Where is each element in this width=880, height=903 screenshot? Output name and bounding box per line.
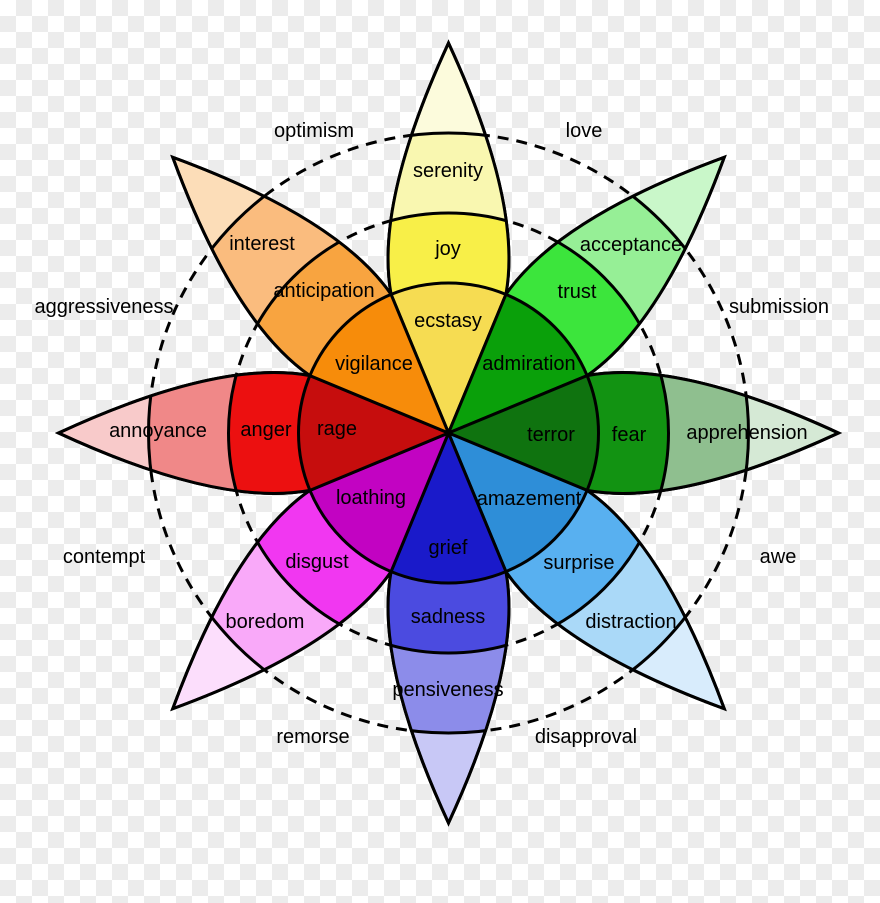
petal-south-east-outline [445,430,727,712]
petal-north-mild-band [388,131,509,433]
sector-amazement [447,431,589,574]
dyad-label-love: love [566,120,603,142]
petal-west-basic-band [227,372,449,494]
petal-north-west-outline [170,154,452,436]
dyad-label-aggressiveness: aggressiveness [35,296,174,318]
dyad-label-awe: awe [760,546,797,568]
emotion-label-annoyance: annoyance [109,420,207,442]
emotion-label-interest: interest [229,233,295,255]
petal-south-outline [386,429,511,827]
sector-rage [297,374,450,492]
emotion-label-anticipation: anticipation [273,280,374,302]
emotion-label-sadness: sadness [411,606,486,628]
petal-west-outline [54,371,453,495]
emotion-label-amazement: amazement [477,488,582,510]
dyad-label-submission: submission [729,296,829,318]
emotion-label-distraction: distraction [585,611,676,633]
petal-east-basic-band [448,372,670,494]
petal-east-outline [444,371,843,495]
petal-south-west-outline [170,430,452,712]
petal-south-mild-band [388,433,509,735]
emotion-label-serenity: serenity [413,160,483,182]
emotion-label-disgust: disgust [285,551,349,573]
dyad-label-contempt: contempt [63,546,146,568]
emotion-label-rage: rage [317,418,357,440]
sector-admiration [447,292,589,435]
dyad-label-remorse: remorse [276,726,349,748]
emotion-label-anger: anger [240,419,291,441]
emotion-label-vigilance: vigilance [335,353,413,375]
emotion-label-boredom: boredom [226,611,305,633]
sector-grief [389,431,508,585]
petal-north-outline [386,39,511,437]
emotion-label-acceptance: acceptance [580,234,682,256]
emotion-label-surprise: surprise [543,552,614,574]
dyad-label-disapproval: disapproval [535,726,637,748]
petal-west-mild-band [147,372,449,494]
emotion-label-joy: joy [434,238,461,260]
sector-ecstasy [389,281,508,435]
sector-loathing [308,431,450,574]
emotion-label-loathing: loathing [336,487,406,509]
petal-north-east-outline [445,154,727,436]
petal-east-mild-band [448,372,750,494]
dyad-label-optimism: optimism [274,120,354,142]
emotion-label-ecstasy: ecstasy [414,310,482,332]
emotion-label-fear: fear [612,424,647,446]
sector-terror [447,374,600,492]
emotion-label-terror: terror [527,424,575,446]
emotion-label-admiration: admiration [482,353,575,375]
emotion-label-grief: grief [429,537,468,559]
petal-north-basic-band [388,211,509,433]
emotion-label-trust: trust [558,281,597,303]
emotion-label-pensiveness: pensiveness [392,679,503,701]
emotion-label-apprehension: apprehension [686,422,807,444]
sector-vigilance [308,292,450,435]
petal-south-basic-band [388,433,509,655]
